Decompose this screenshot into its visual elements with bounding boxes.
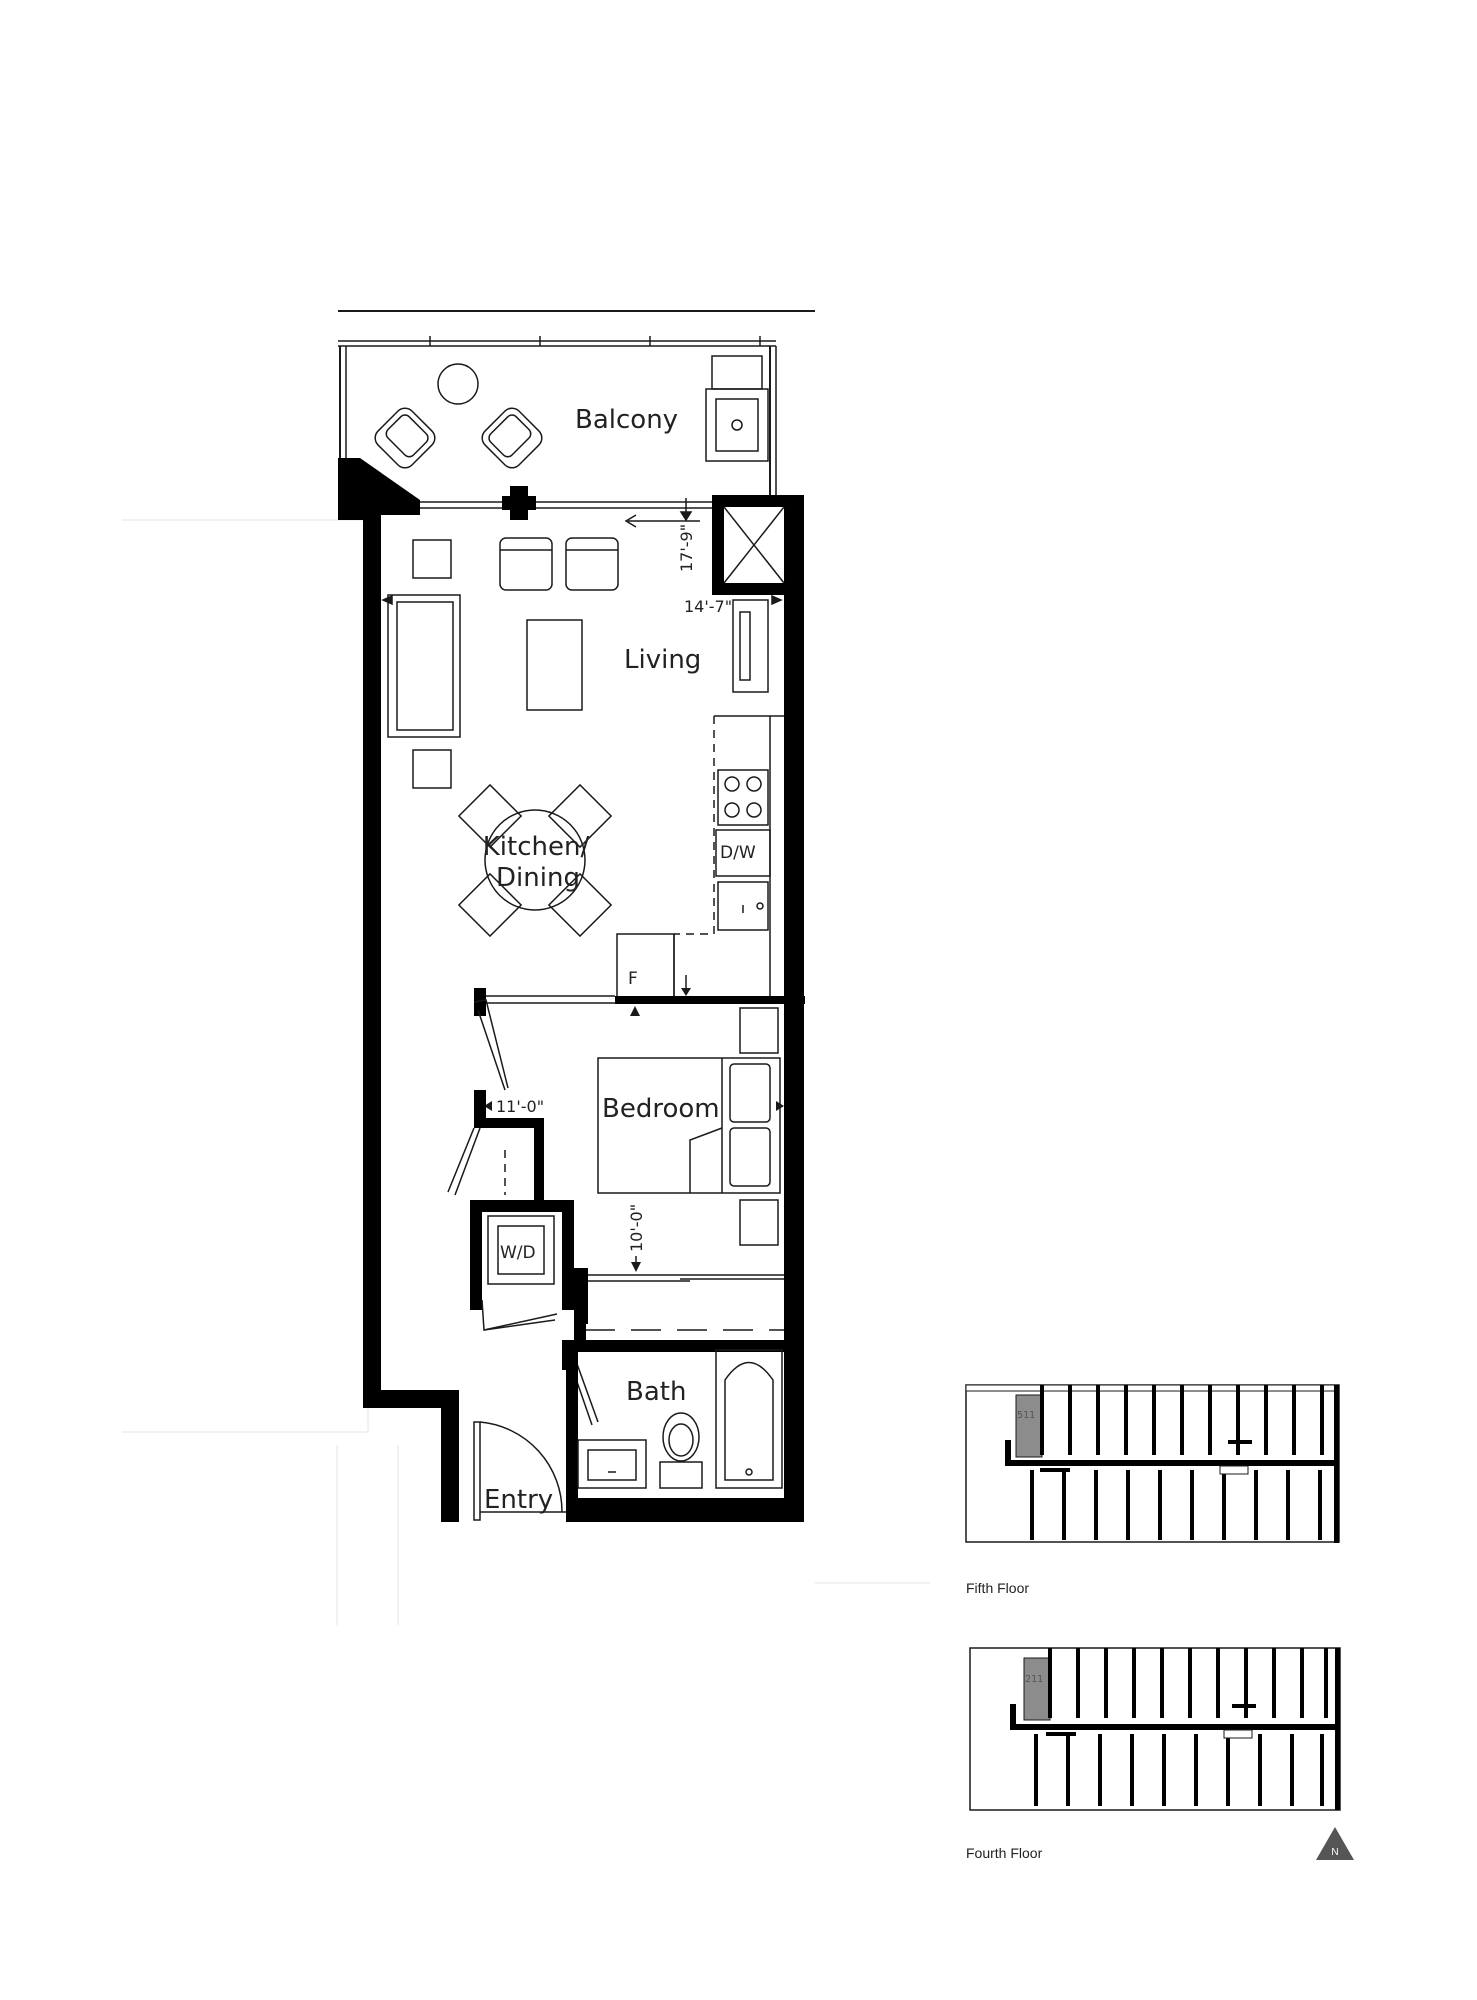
nightstand-bottom [739, 1199, 779, 1246]
key-plan-fourth-label: Fourth Floor [966, 1845, 1043, 1861]
living-dimension-marks [381, 498, 783, 606]
kitchen-counter [616, 715, 784, 1001]
dining-label: Dining [496, 863, 580, 893]
living-furniture [387, 537, 769, 789]
living-label: Living [624, 645, 701, 675]
bath-walls [566, 1345, 578, 1520]
dining-table [457, 783, 613, 938]
north-arrow-icon: N [1316, 1827, 1354, 1860]
bedroom-width-arrow-left [484, 1101, 492, 1111]
balcony-chair-right [481, 407, 543, 469]
entry-door [473, 1421, 566, 1521]
unit-number: 511 [1017, 1410, 1035, 1421]
cooktop [717, 769, 769, 826]
kitchen-label: Kitchen/ [483, 832, 590, 862]
nightstand-top [739, 1007, 779, 1054]
bed [597, 1057, 781, 1194]
media-unit [732, 599, 769, 693]
key-plan-fifth: 511 [965, 1384, 1340, 1543]
washer-dryer [487, 1215, 555, 1285]
balcony-furniture [374, 355, 769, 469]
stool-1 [499, 537, 553, 591]
balcony-table [437, 363, 479, 405]
bedroom-label: Bedroom [602, 1094, 720, 1124]
toilet [659, 1412, 703, 1489]
balcony-area [338, 310, 815, 528]
side-table [412, 749, 452, 789]
exterior-walls [363, 495, 804, 1522]
bedroom-closet [585, 1274, 784, 1331]
bath-label: Bath [626, 1377, 686, 1407]
bedroom-depth-dimension: 10'-0" [627, 1204, 646, 1252]
key-plan-fourth: 211 [969, 1647, 1341, 1811]
shaft-cross [723, 506, 785, 584]
unit-number: 211 [1025, 1674, 1043, 1685]
north-arrow-label: N [1331, 1847, 1338, 1858]
highlight-unit [1023, 1657, 1051, 1721]
bedroom-furniture [585, 1007, 784, 1331]
balcony-label: Balcony [575, 405, 678, 435]
vanity [577, 1439, 647, 1489]
bbq-grill [705, 355, 769, 462]
bedroom-top-wall [615, 996, 805, 1004]
dishwasher-label: D/W [720, 843, 756, 863]
bedroom-width-arrow [776, 1101, 784, 1111]
bedroom-depth-arrow [631, 1256, 641, 1272]
kitchen-sink [717, 881, 769, 931]
wall-stub [474, 988, 486, 1016]
bath-fixtures [577, 1349, 783, 1489]
washer-dryer-label: W/D [500, 1243, 536, 1263]
fridge-label: F [628, 969, 638, 989]
kitchen-arrows [630, 975, 691, 1016]
accent-table [412, 539, 452, 579]
living-depth-dimension: 17'-9" [677, 524, 696, 572]
fridge [616, 933, 675, 999]
entry-label: Entry [484, 1485, 553, 1515]
bathtub [715, 1349, 783, 1489]
coffee-table [526, 619, 583, 711]
highlight-unit [1015, 1394, 1043, 1458]
stool-2 [565, 537, 619, 591]
background-guides [122, 519, 930, 1625]
bedroom-width-dimension: 11'-0" [496, 1097, 544, 1116]
bedroom-door-slider [485, 995, 615, 1004]
living-width-dimension: 14'-7" [684, 597, 732, 616]
balcony-chair-left [374, 407, 436, 469]
dishwasher [715, 829, 771, 877]
key-plan-fifth-label: Fifth Floor [966, 1580, 1029, 1596]
sofa [387, 594, 461, 738]
